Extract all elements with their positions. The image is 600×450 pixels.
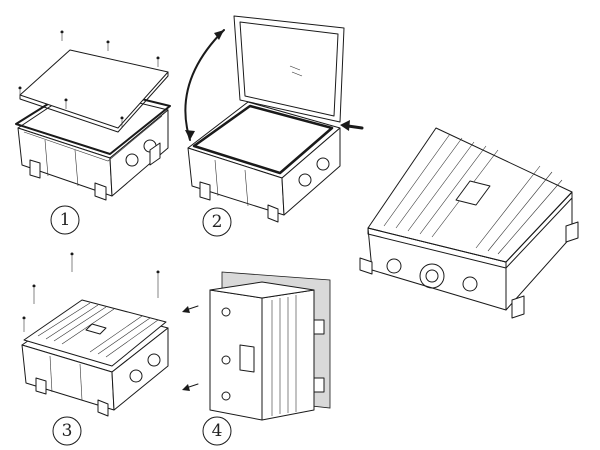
step-number-2: 2 [212,212,223,232]
step-3-illustration [21,252,169,417]
assembled-cable-glands [386,258,478,292]
assembled-feet [359,221,579,319]
step-2-rotation-arrow [184,29,225,141]
step-2-illustration [184,15,364,223]
assembled-lid-ribs [383,133,563,255]
step-2-open-lid [233,15,345,123]
step-2-push-arrow [340,120,364,131]
step-1-lid [19,49,169,133]
step-label-2: 2 [202,207,232,237]
step-3-lid-ribs [23,299,167,367]
step-number-4: 4 [212,421,223,441]
step-number-1: 1 [60,210,71,230]
step-1-screws [18,30,160,127]
step-label-1: 1 [50,205,80,235]
step-4-screws [182,305,199,391]
step-2-box-body [187,101,341,223]
step-1-illustration [15,30,171,201]
step-number-3: 3 [62,421,73,441]
step-label-3: 3 [52,416,82,446]
step-3-screws [22,252,160,332]
assembled-body [367,127,573,311]
step-label-4: 4 [202,416,232,446]
step-4-mounted-box [209,281,325,421]
step-4-illustration [182,271,331,421]
assembled-enclosure [359,127,579,319]
